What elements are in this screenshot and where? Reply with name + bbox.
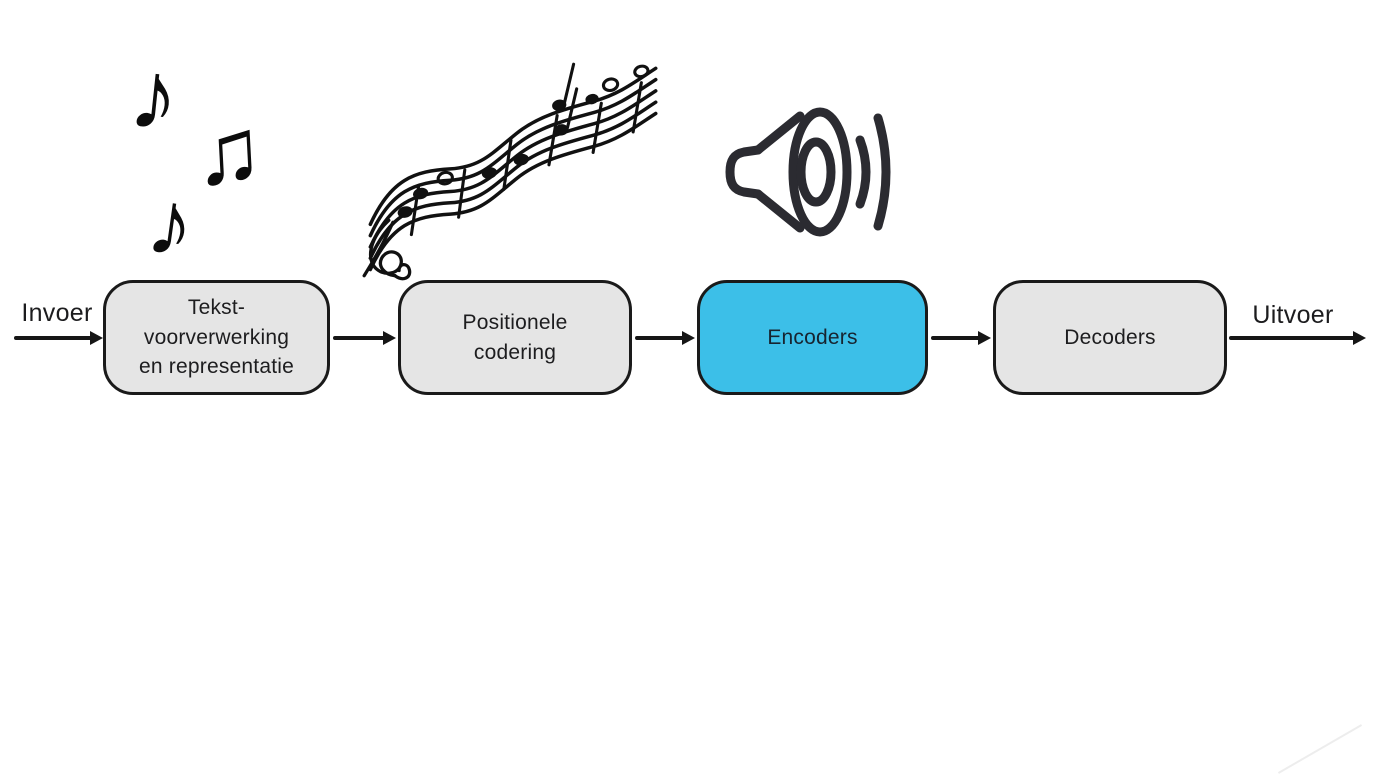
music-staff-icon bbox=[362, 62, 658, 281]
output-arrow bbox=[1229, 336, 1355, 340]
flow-arrow bbox=[333, 336, 385, 340]
music-notes-icon: ♪ ♫ ♪ bbox=[122, 37, 312, 280]
speaker-throat bbox=[796, 137, 836, 207]
staff-lines bbox=[368, 66, 658, 272]
flow-box-positional-encoding: Positionele codering bbox=[398, 280, 632, 395]
staff-notes bbox=[397, 93, 599, 218]
input-label: Invoer bbox=[21, 299, 93, 327]
staff-open-notes bbox=[436, 64, 650, 186]
speaker-back bbox=[725, 145, 763, 199]
box-label: Tekst- voorverwerking en representatie bbox=[139, 295, 294, 379]
input-arrow bbox=[14, 336, 92, 340]
treble-clef-icon bbox=[362, 218, 412, 281]
sound-wave-outer bbox=[873, 113, 891, 231]
flow-box-encoders: Encoders bbox=[697, 280, 928, 395]
speaker-cone-bottom bbox=[753, 189, 805, 233]
flow-arrow bbox=[635, 336, 684, 340]
sound-wave-inner bbox=[855, 135, 871, 209]
eighth-note-icon: ♪ bbox=[141, 170, 201, 278]
eighth-note-icon: ♪ bbox=[124, 37, 185, 153]
output-label: Uitvoer bbox=[1252, 301, 1334, 329]
speaker-bell bbox=[788, 107, 852, 237]
box-label: Positionele codering bbox=[462, 310, 568, 364]
beamed-notes-icon: ♫ bbox=[191, 99, 266, 205]
flow-box-text-preprocessing: Tekst- voorverwerking en representatie bbox=[103, 280, 330, 395]
flow-arrow bbox=[931, 336, 980, 340]
speaker-icon bbox=[725, 107, 891, 237]
speaker-cone-top bbox=[753, 111, 805, 155]
flow-box-decoders: Decoders bbox=[993, 280, 1227, 395]
box-label: Encoders bbox=[767, 325, 858, 349]
box-label: Decoders bbox=[1064, 325, 1156, 349]
staff-barlines bbox=[409, 62, 643, 237]
corner-mark bbox=[1277, 724, 1363, 774]
